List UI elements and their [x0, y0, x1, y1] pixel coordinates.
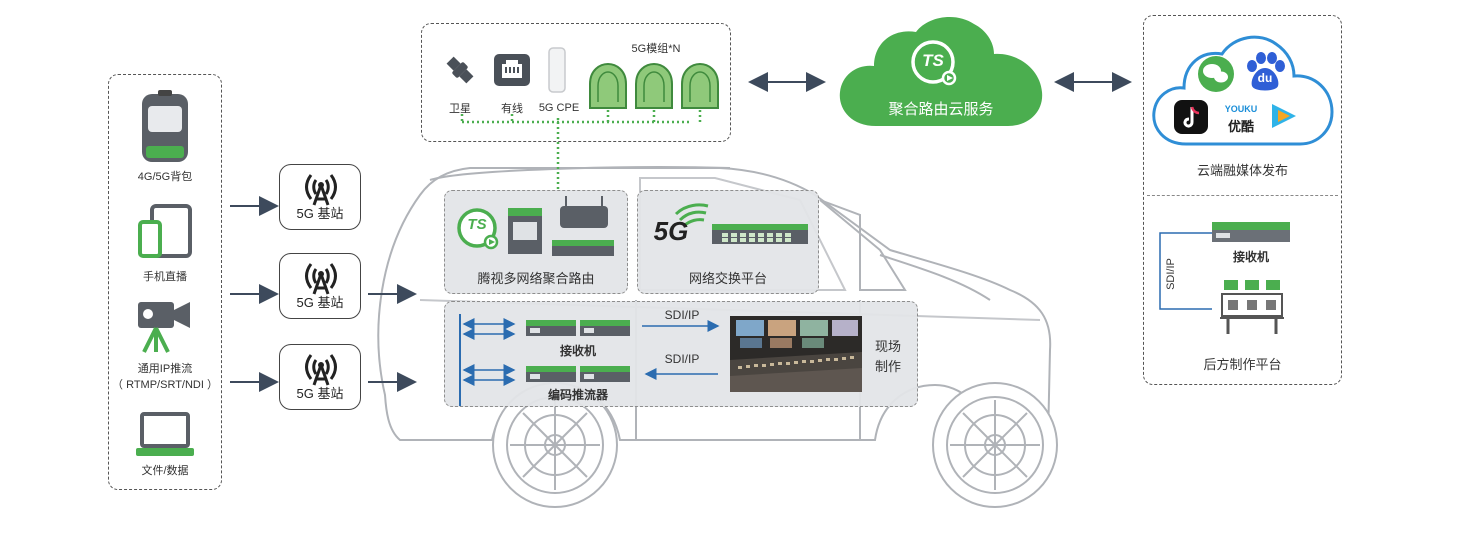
publish-label: 云端融媒体发布	[1196, 163, 1288, 178]
wired-label: 有线	[501, 103, 523, 115]
aggregation-cloud	[839, 17, 1043, 126]
base-station-3: 5G 基站	[279, 344, 361, 410]
source-label-mobile: 手机直播	[143, 271, 187, 283]
backend-receiver-label: 接收机	[1232, 250, 1269, 264]
source-label-ip-protocols: （ RTMP/SRT/NDI ）	[112, 379, 218, 391]
baidu-icon	[1247, 52, 1285, 91]
antenna-tower-icon	[305, 263, 337, 295]
publish-backend-box	[1143, 15, 1342, 385]
camera-icon	[138, 302, 190, 353]
modules-label: 5G模组*N	[631, 43, 681, 55]
publish-backend-divider	[1147, 195, 1338, 196]
site-production-label: 现场	[874, 339, 901, 354]
receiver-label: 接收机	[559, 344, 596, 358]
antenna-tower-icon	[305, 354, 337, 386]
5g-modules-icon	[589, 62, 719, 109]
router-logo-text: TS	[467, 216, 487, 233]
switch-panel-label: 网络交换平台	[688, 271, 767, 286]
cloud-logo-text: TS	[922, 51, 944, 70]
youku-logo-text: YOUKU	[1224, 104, 1258, 114]
production-console-icon	[1220, 280, 1284, 334]
cloud-service-label: 聚合路由云服务	[888, 101, 994, 118]
source-label-backpack: 4G/5G背包	[137, 171, 193, 183]
laptop-icon	[136, 412, 194, 456]
router-devices-icon	[508, 196, 614, 256]
sdi-label-bottom: SDI/IP	[664, 352, 700, 366]
receiver-devices-icon	[526, 320, 630, 336]
site-production-label-2: 制作	[874, 359, 901, 374]
source-label-file: 文件/数据	[141, 465, 189, 477]
base-station-label: 5G 基站	[296, 386, 344, 401]
wechat-icon	[1198, 56, 1234, 92]
sources-box	[108, 74, 222, 490]
base-station-label: 5G 基站	[296, 206, 344, 221]
cpe-label: 5G CPE	[538, 102, 580, 114]
source-label-ip: 通用IP推流	[137, 363, 193, 375]
backend-sdi-bracket	[1159, 232, 1212, 310]
tencent-video-icon	[1272, 104, 1296, 128]
satellite-label: 卫星	[449, 103, 471, 115]
network-switch-icon	[712, 224, 808, 244]
ethernet-port-icon	[494, 54, 530, 86]
base-station-1: 5G 基站	[279, 164, 361, 230]
ts-logo-icon	[457, 208, 499, 250]
backpack-icon	[142, 90, 188, 162]
sdi-label-top: SDI/IP	[664, 308, 700, 322]
studio-control-room-image	[730, 316, 862, 392]
base-station-2: 5G 基站	[279, 253, 361, 319]
encoder-devices-icon	[526, 366, 630, 382]
router-panel-label: 腾视多网络聚合路由	[477, 271, 595, 286]
mobile-tablet-icon	[138, 204, 192, 258]
youku-label: 优酷	[1227, 119, 1254, 134]
backend-receiver-icon	[1212, 222, 1290, 242]
douyin-icon	[1174, 100, 1208, 134]
ts-logo-icon	[911, 40, 957, 86]
base-station-label: 5G 基站	[296, 295, 344, 310]
baidu-logo-text: du	[1257, 71, 1273, 85]
cpe-device-icon	[548, 47, 566, 93]
switch-logo-text: 5G	[653, 216, 689, 246]
network-access-box	[421, 23, 731, 142]
satellite-icon	[446, 56, 474, 84]
backend-label: 后方制作平台	[1203, 357, 1282, 372]
antenna-tower-icon	[305, 174, 337, 206]
5g-logo-icon	[674, 203, 709, 228]
encoder-label: 编码推流器	[547, 388, 608, 402]
